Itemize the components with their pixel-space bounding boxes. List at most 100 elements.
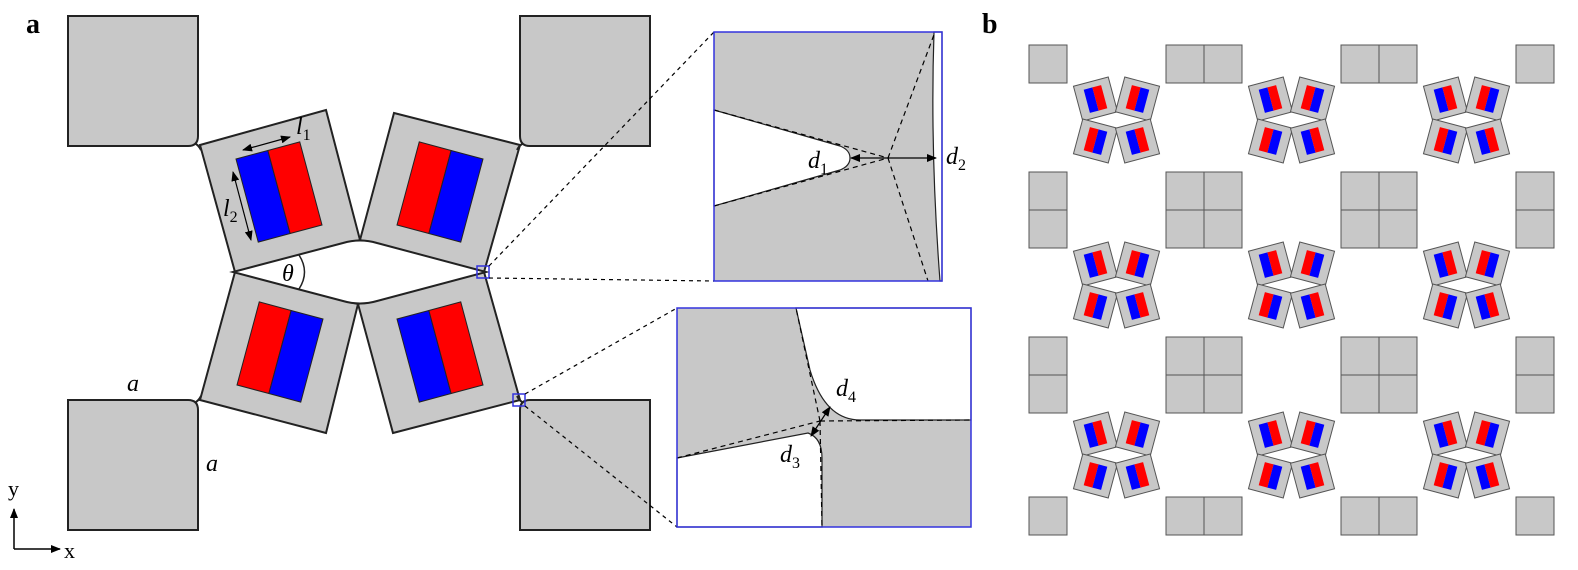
- hinges: [195, 143, 523, 403]
- lattice-magnet-half: [1134, 292, 1150, 318]
- lattice-square: [1340, 336, 1380, 376]
- inset-bottom: d4 d3: [676, 307, 972, 528]
- lattice-magnet-half: [1300, 420, 1316, 446]
- lattice-rotated-block: [1422, 118, 1469, 164]
- lattice-square: [1515, 336, 1555, 376]
- magnet-top-right: [396, 141, 484, 243]
- lattice-rotated-block: [1422, 283, 1469, 329]
- lattice-magnet-half: [1300, 294, 1316, 320]
- panel-a-label: a: [26, 9, 40, 40]
- lattice-square: [1515, 209, 1555, 249]
- corner-block-top-left: [67, 15, 199, 147]
- axis-arrow-icon: [10, 508, 61, 553]
- lattice-magnet-half: [1475, 294, 1491, 320]
- lattice-square: [1340, 496, 1380, 536]
- lattice-square: [1340, 374, 1380, 414]
- lattice-rotated-block: [1072, 411, 1119, 457]
- lattice-magnet-half: [1309, 252, 1325, 278]
- magnet-bottom-right: [396, 301, 484, 403]
- lattice-magnet-half: [1083, 462, 1099, 488]
- lattice-rotated-block: [1072, 76, 1119, 122]
- lattice-magnet-half: [1125, 464, 1141, 490]
- lattice-rotated-block: [1072, 453, 1119, 499]
- lattice-magnet-half: [1309, 462, 1325, 488]
- double-arrow-icon: [242, 135, 291, 152]
- lattice-magnet-half: [1258, 87, 1274, 113]
- lattice-square: [1340, 171, 1380, 211]
- lattice-magnet-half: [1433, 292, 1449, 318]
- lattice-square: [1203, 44, 1243, 84]
- inset-top: d1 d2: [713, 31, 966, 282]
- lattice-square: [1165, 336, 1205, 376]
- lattice-magnet-half: [1092, 85, 1108, 111]
- lattice-magnet-half: [1309, 292, 1325, 318]
- lattice-magnet-half: [1433, 87, 1449, 113]
- lattice-square: [1028, 209, 1068, 249]
- lattice-rotated-block: [1464, 411, 1511, 457]
- lattice-rotated-block: [1422, 453, 1469, 499]
- lattice-square: [1028, 171, 1068, 211]
- zoom-leaders: [488, 31, 715, 528]
- lattice-magnet-half: [1309, 127, 1325, 153]
- lattice-magnet-half: [1083, 292, 1099, 318]
- d3-label: d3: [780, 442, 800, 472]
- lattice-square: [1165, 374, 1205, 414]
- lattice-magnet-half: [1092, 129, 1108, 155]
- lattice-magnet-half: [1267, 294, 1283, 320]
- lattice-rotated-block: [1247, 118, 1294, 164]
- lattice-rotated-block: [1464, 241, 1511, 287]
- lattice-rotated-block: [1114, 283, 1161, 329]
- lattice-magnet-half: [1300, 464, 1316, 490]
- lattice-square: [1515, 171, 1555, 211]
- lattice-square: [1028, 44, 1068, 84]
- lattice-magnet-half: [1267, 85, 1283, 111]
- lattice-magnet-half: [1125, 85, 1141, 111]
- lattice-magnet-half: [1134, 252, 1150, 278]
- lattice-magnet-half: [1433, 422, 1449, 448]
- lattice-square: [1378, 336, 1418, 376]
- panel-a: a θ: [8, 9, 972, 563]
- lattice-rotated-block: [1464, 76, 1511, 122]
- d4-label: d4: [836, 376, 856, 406]
- lattice-magnet-half: [1083, 422, 1099, 448]
- lattice-magnet-half: [1083, 127, 1099, 153]
- lattice-magnet-half: [1433, 462, 1449, 488]
- lattice-magnet-half: [1484, 252, 1500, 278]
- lattice-magnet-half: [1134, 127, 1150, 153]
- lattice-rotated-block: [1289, 283, 1336, 329]
- lattice-magnet-half: [1258, 252, 1274, 278]
- theta-arc: [298, 254, 306, 290]
- lattice-magnet-half: [1134, 462, 1150, 488]
- lattice-magnet-half: [1475, 85, 1491, 111]
- lattice-magnet-half: [1134, 422, 1150, 448]
- lattice-square: [1203, 209, 1243, 249]
- lattice-magnet-half: [1258, 462, 1274, 488]
- lattice-square: [1203, 496, 1243, 536]
- lattice-square: [1165, 171, 1205, 211]
- theta-label: θ: [282, 261, 294, 287]
- lattice-rotated-block: [1114, 118, 1161, 164]
- lattice-magnet-half: [1484, 462, 1500, 488]
- lattice-magnet-half: [1125, 294, 1141, 320]
- lattice-rotated-block: [1247, 76, 1294, 122]
- corner-blocks: [67, 15, 651, 531]
- d2-label: d2: [946, 144, 966, 174]
- rhombic-void: [229, 239, 490, 305]
- lattice-rotated-block: [1289, 76, 1336, 122]
- lattice-rotated-block: [1289, 411, 1336, 457]
- lattice-magnet-half: [1475, 464, 1491, 490]
- lattice-magnet-half: [1442, 294, 1458, 320]
- double-arrow-icon: [810, 406, 831, 437]
- lattice-magnet-half: [1267, 129, 1283, 155]
- l2-label: l2: [223, 196, 238, 226]
- zoom-marker-top: [476, 265, 490, 279]
- lattice-magnet-half: [1475, 420, 1491, 446]
- lattice-magnet-half: [1484, 422, 1500, 448]
- lattice-rotated-block: [1247, 283, 1294, 329]
- lattice-rotated-block: [1289, 241, 1336, 287]
- lattice-square: [1028, 496, 1068, 536]
- lattice-square: [1028, 374, 1068, 414]
- lattice-magnet-half: [1258, 422, 1274, 448]
- lattice-rotated-block: [1289, 453, 1336, 499]
